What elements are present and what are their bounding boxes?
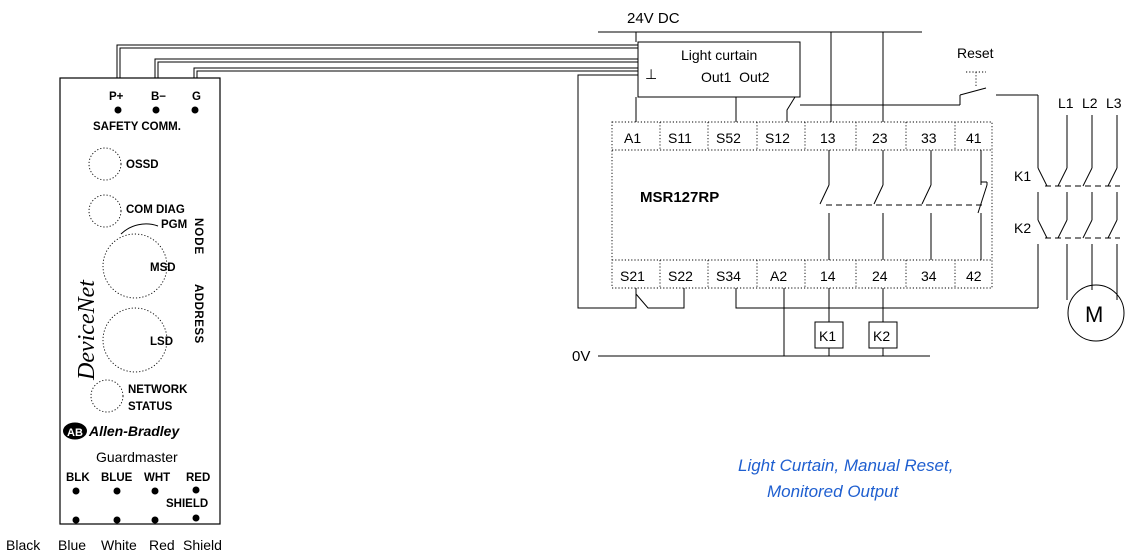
conductor-terminals: BLK BLUE WHT RED SHIELD <box>66 472 210 524</box>
node-label: NODE <box>192 218 204 255</box>
conductor-wht: WHT <box>144 472 170 484</box>
terminal-13: 13 <box>820 130 836 146</box>
diagram-caption: Light Curtain, Manual Reset, Monitored O… <box>738 456 953 501</box>
coil-k2 <box>868 321 898 349</box>
wire-color-white: White <box>101 537 137 553</box>
lsd-switch <box>102 307 168 373</box>
terminal-34: 34 <box>921 268 937 284</box>
shield-label: SHIELD <box>166 498 208 510</box>
contactor-k2-label: K2 <box>1014 220 1031 236</box>
terminal-p-plus: P+ <box>109 91 124 103</box>
contactor-k1-label: K1 <box>1014 168 1031 184</box>
phase-l3: L3 <box>1106 95 1122 111</box>
terminal-14: 14 <box>820 268 836 284</box>
com-diag-label: COM DIAG <box>126 204 185 216</box>
wire-color-shield: Shield <box>183 537 222 553</box>
terminal-24: 24 <box>872 268 888 284</box>
terminal-s22: S22 <box>668 268 693 284</box>
devicenet-logo: DeviceNet <box>74 279 100 381</box>
com-diag-indicator <box>88 194 122 228</box>
ossd-label: OSSD <box>126 159 159 171</box>
safety-relay: A1 S11 S52 S12 13 23 33 41 S21 S22 S34 A… <box>611 121 993 289</box>
wire-color-red: Red <box>149 537 175 553</box>
terminal-s11: S11 <box>668 130 692 146</box>
wire-color-blue: Blue <box>58 537 86 553</box>
wire-color-black: Black <box>6 537 41 553</box>
pgm-arc <box>120 223 159 235</box>
power-terminals: P+ B− G SAFETY COMM. <box>93 91 201 133</box>
allen-bradley-logo: AB Allen-Bradley <box>63 422 180 440</box>
pgm-label: PGM <box>161 219 187 231</box>
relay-model: MSR127RP <box>640 189 719 206</box>
phase-l1: L1 <box>1058 95 1074 111</box>
caption-line-1: Light Curtain, Manual Reset, <box>738 456 953 475</box>
network-status-indicator <box>90 379 124 413</box>
reset-label: Reset <box>957 45 994 61</box>
guardmaster-logo: Guardmaster <box>96 449 178 465</box>
dc-rail-label: 24V DC <box>627 10 680 27</box>
conductor-blue: BLUE <box>101 472 133 484</box>
terminal-33: 33 <box>921 130 937 146</box>
coil-k1 <box>814 321 844 349</box>
caption-line-2: Monitored Output <box>767 482 900 501</box>
module-body <box>59 77 221 525</box>
wire-color-labels: Black Blue White Red Shield <box>6 537 222 553</box>
terminal-42: 42 <box>966 268 982 284</box>
terminal-s12: S12 <box>765 130 790 146</box>
msd-switch <box>102 233 168 299</box>
relay-contacts <box>819 150 988 260</box>
terminal-41: 41 <box>966 130 982 146</box>
address-label: ADDRESS <box>192 284 204 344</box>
terminal-g: G <box>192 91 201 103</box>
terminal-s21: S21 <box>620 268 645 284</box>
status-label: STATUS <box>128 401 173 413</box>
ab-mark: AB <box>67 427 83 439</box>
zero-volt-label: 0V <box>572 348 590 365</box>
motor-label: M <box>1085 302 1103 327</box>
light-curtain-box <box>637 41 801 98</box>
devicenet-module: P+ B− G SAFETY COMM. OSSD COM DIAG PGM M… <box>59 77 221 525</box>
terminal-23: 23 <box>872 130 888 146</box>
terminal-s52: S52 <box>716 130 741 146</box>
motor <box>1067 284 1125 342</box>
light-curtain: Light curtain Out1 Out2 ⊥ <box>637 41 801 98</box>
lsd-label: LSD <box>150 336 173 348</box>
ossd-indicator <box>88 147 122 181</box>
ground-symbol: ⊥ <box>645 66 657 82</box>
network-label: NETWORK <box>128 384 188 396</box>
conductor-blk: BLK <box>66 472 90 484</box>
contactor-coils: K1 K2 <box>814 321 898 349</box>
conductor-red: RED <box>186 472 210 484</box>
allen-bradley-text: Allen-Bradley <box>88 423 180 439</box>
power-circuit: L1 L2 L3 K1 K2 M <box>1014 95 1125 342</box>
msd-label: MSD <box>150 262 176 274</box>
coil-k2-label: K2 <box>873 328 890 344</box>
terminal-a2: A2 <box>770 268 787 284</box>
supply-rails: 24V DC 0V <box>572 10 930 365</box>
terminal-s34: S34 <box>716 268 741 284</box>
relay-wiring: Reset <box>577 32 1038 356</box>
relay-outline <box>611 121 993 289</box>
terminal-a1: A1 <box>624 130 641 146</box>
coil-k1-label: K1 <box>819 328 836 344</box>
light-curtain-outputs: Out1 Out2 <box>701 69 770 85</box>
light-curtain-title: Light curtain <box>681 47 757 63</box>
safety-comm-label: SAFETY COMM. <box>93 121 181 133</box>
terminal-b-minus: B− <box>151 91 166 103</box>
phase-l2: L2 <box>1082 95 1098 111</box>
module-wires <box>116 44 638 92</box>
